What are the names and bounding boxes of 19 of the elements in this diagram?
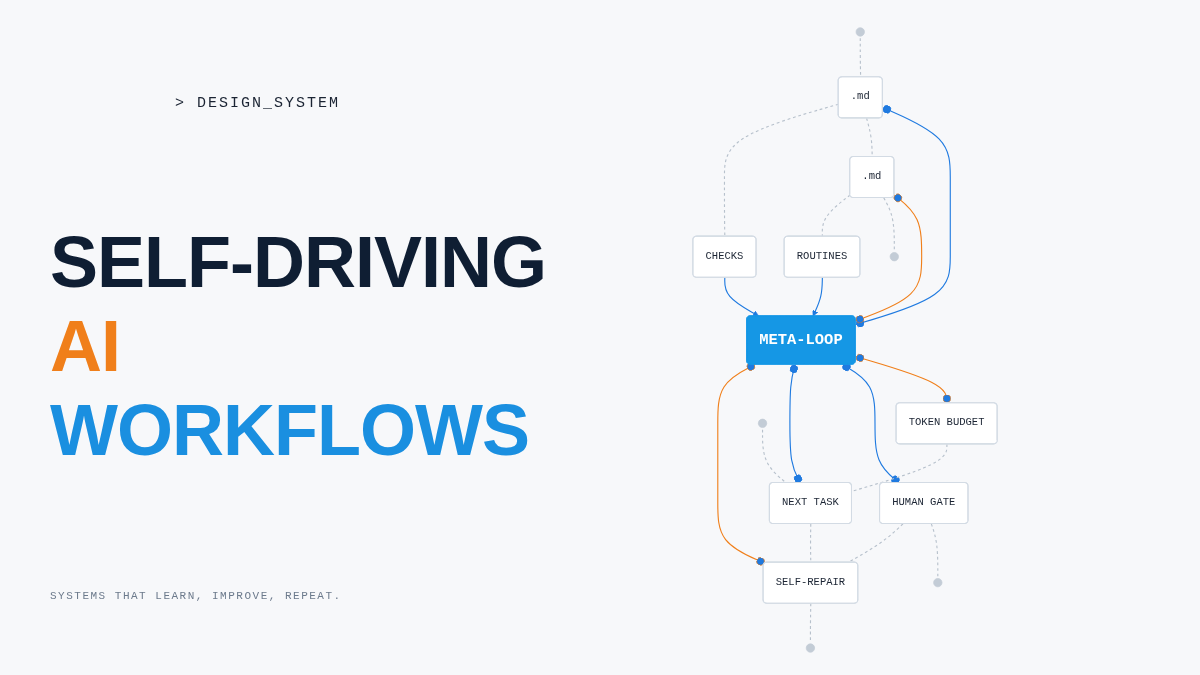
- section-label: > DESIGN_SYSTEM: [175, 95, 341, 112]
- title-line: WORKFLOWS: [50, 389, 529, 472]
- connector: [717, 362, 766, 566]
- connector: [855, 193, 923, 324]
- title-line: SELF-DRIVING: [50, 221, 546, 304]
- connector: [809, 602, 812, 643]
- connector: [883, 197, 895, 251]
- connector: [761, 429, 787, 484]
- connector: [855, 353, 952, 404]
- arrow: [724, 277, 759, 317]
- connector: [810, 523, 812, 563]
- caption: SYSTEMS THAT LEARN, IMPROVE, REPEAT.: [50, 590, 342, 602]
- connector: [821, 194, 851, 238]
- connector: [847, 523, 904, 563]
- title-line: AI: [50, 305, 120, 388]
- connector: [855, 105, 951, 328]
- connector: [789, 364, 803, 484]
- arrow: [812, 277, 823, 317]
- connector: [930, 523, 939, 577]
